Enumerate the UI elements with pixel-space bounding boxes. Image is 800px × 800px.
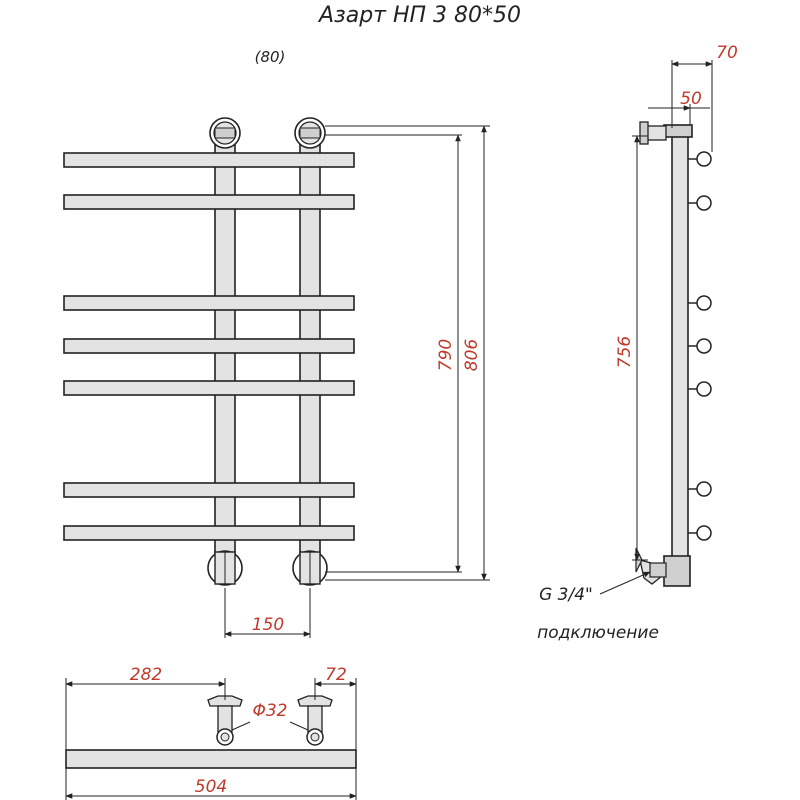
- rung-3: [63, 295, 355, 311]
- drawing-title: Азарт НП 3 80*50: [317, 3, 521, 28]
- side-bottom-block: [663, 555, 691, 587]
- rung-6: [63, 482, 355, 498]
- rung-2: [63, 194, 355, 210]
- side-view: 70 50 756 G 3/4" подключение: [537, 43, 738, 643]
- drawing-subtitle: (80): [255, 48, 286, 66]
- dim-height-outer: 806: [462, 339, 482, 372]
- dim-top-right-offset: 72: [325, 665, 347, 685]
- side-top-block: [663, 124, 693, 138]
- dim-width-total: 504: [195, 777, 227, 797]
- connection-label: подключение: [537, 623, 659, 643]
- rung-7: [63, 525, 355, 541]
- top-view: 282 72 Φ32 504: [65, 665, 357, 800]
- side-top-fitting: [639, 121, 667, 145]
- dim-side-depth-pipe: 50: [680, 89, 702, 109]
- side-rung-ends: [688, 151, 712, 541]
- side-riser: [671, 129, 689, 586]
- top-cap-left: [209, 117, 241, 149]
- top-cap-right: [294, 117, 326, 149]
- bottom-cap-right: [292, 550, 328, 586]
- top-view-valve-left: [207, 695, 243, 746]
- dim-center-distance: 150: [252, 615, 284, 635]
- top-view-valve-right: [297, 695, 333, 746]
- dim-side-height: 756: [615, 336, 635, 369]
- top-view-bar: [65, 749, 357, 769]
- rung-5: [63, 380, 355, 396]
- rung-1: [63, 152, 355, 168]
- dim-height-inner: 790: [436, 339, 456, 371]
- connection-thread: G 3/4": [539, 585, 593, 605]
- dim-side-depth-total: 70: [716, 43, 738, 63]
- front-view: 790 806 150: [63, 117, 490, 638]
- rung-4: [63, 338, 355, 354]
- dim-pipe-diameter: Φ32: [252, 701, 287, 721]
- side-bottom-valve: [635, 547, 667, 585]
- dim-top-left-offset: 282: [130, 665, 162, 685]
- bottom-cap-left: [207, 550, 243, 586]
